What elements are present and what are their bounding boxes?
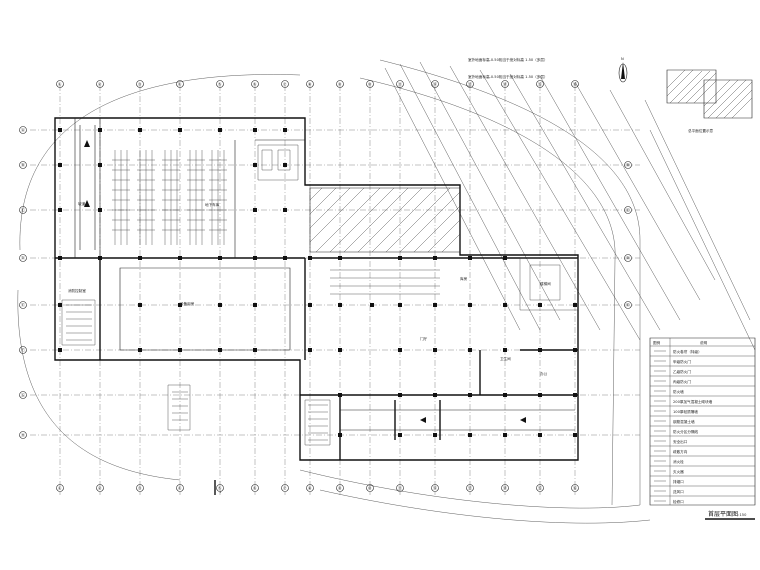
svg-text:⑤: ⑤ — [218, 82, 222, 87]
svg-text:⑬: ⑬ — [468, 81, 472, 87]
svg-text:Ⓐ: Ⓐ — [21, 127, 25, 133]
svg-text:Ⓓ: Ⓓ — [21, 255, 25, 261]
room-label: 楼梯间 — [540, 281, 551, 286]
svg-text:Ⓓ: Ⓓ — [626, 255, 630, 261]
key-plan: 总平面位置示意 — [666, 69, 753, 133]
key-plan-caption: 总平面位置示意 — [688, 128, 714, 133]
svg-text:⑭: ⑭ — [503, 81, 507, 87]
svg-text:Ⓔ: Ⓔ — [626, 302, 630, 308]
legend-item: 防火墙 — [673, 389, 684, 394]
stair-cores — [61, 144, 579, 446]
room-label: 办公 — [540, 371, 548, 376]
room-label: 卫生间 — [500, 356, 511, 361]
room-label: 库房 — [460, 276, 468, 281]
svg-text:⑪: ⑪ — [398, 485, 402, 491]
svg-text:④: ④ — [178, 82, 182, 87]
legend-item: 送风口 — [673, 489, 684, 494]
room-labels: 地下车库 坡道 设备用房 消防控制室 库房 办公 卫生间 门厅 楼梯间 — [68, 201, 551, 376]
legend-header-desc: 说明 — [700, 340, 708, 345]
structural-columns — [58, 128, 577, 437]
legend-item: 消火栓 — [673, 459, 684, 464]
svg-text:⑮: ⑮ — [538, 485, 542, 491]
svg-text:Ⓒ: Ⓒ — [626, 207, 630, 213]
svg-text:Ⓕ: Ⓕ — [21, 347, 25, 353]
svg-text:①: ① — [58, 82, 62, 87]
svg-text:⑥: ⑥ — [253, 486, 257, 491]
room-label: 地下车库 — [205, 202, 220, 207]
north-label: N — [621, 57, 624, 61]
legend-item: 排烟口 — [673, 479, 684, 484]
elevation-note-2: 室外地面标高-0.50相当于绝对标高 1.50（多层） — [468, 74, 548, 79]
ramp-lane — [79, 125, 575, 431]
svg-text:⑫: ⑫ — [433, 81, 437, 87]
svg-text:⑫: ⑫ — [433, 485, 437, 491]
legend-item: 检修口 — [673, 499, 684, 504]
room-label: 坡道 — [78, 201, 86, 206]
svg-text:⑪: ⑪ — [398, 81, 402, 87]
svg-text:⑦: ⑦ — [283, 82, 287, 87]
site-curve — [19, 74, 301, 251]
ramp-hatch — [309, 187, 461, 253]
svg-text:⑦: ⑦ — [283, 486, 287, 491]
room-label: 设备用房 — [180, 301, 195, 306]
legend-item: 丙级防火门 — [673, 379, 691, 384]
svg-text:⑯: ⑯ — [573, 81, 577, 87]
svg-text:⑨: ⑨ — [338, 486, 342, 491]
svg-text:①: ① — [58, 486, 62, 491]
svg-text:Ⓔ: Ⓔ — [21, 302, 25, 308]
legend-item: 疏散方向 — [673, 449, 688, 454]
svg-text:②: ② — [98, 486, 102, 491]
svg-text:③: ③ — [138, 82, 142, 87]
svg-text:⑧: ⑧ — [308, 82, 312, 87]
north-arrow-icon: N — [618, 57, 628, 83]
svg-text:⑮: ⑮ — [538, 81, 542, 87]
svg-text:⑨: ⑨ — [338, 82, 342, 87]
legend-item: 安全出口 — [673, 439, 688, 444]
title-block: 首层平面图 1:150 — [705, 510, 755, 520]
svg-text:Ⓗ: Ⓗ — [21, 432, 25, 438]
legend-item: 甲级防火门 — [673, 359, 691, 364]
legend-item: 钢筋混凝土墙 — [673, 419, 695, 424]
grid-bubbles: ① ② ③ ④ ⑤ ⑥ ⑦ ⑧ ⑨ ⑩ ⑪ ⑫ ⑬ ⑭ ⑮ ⑯ ① ② ③ ④ … — [19, 80, 632, 492]
legend-item: 200厚加气混凝土砌块墙 — [673, 399, 713, 404]
svg-text:⑤: ⑤ — [218, 486, 222, 491]
svg-text:④: ④ — [178, 486, 182, 491]
drawing-scale: 1:150 — [736, 513, 747, 517]
svg-text:②: ② — [98, 82, 102, 87]
svg-text:⑧: ⑧ — [308, 486, 312, 491]
building-walls — [54, 117, 579, 461]
drawing-title: 首层平面图 — [708, 510, 738, 518]
room-label: 门厅 — [420, 336, 428, 341]
svg-text:⑬: ⑬ — [468, 485, 472, 491]
svg-text:⑩: ⑩ — [368, 486, 372, 491]
svg-text:⑩: ⑩ — [368, 82, 372, 87]
svg-text:Ⓒ: Ⓒ — [21, 207, 25, 213]
legend-table: 图例 说明 防火卷帘（特级） 甲级防火门 乙级防火门 丙级防火门 防火墙 200… — [649, 337, 756, 506]
svg-text:⑭: ⑭ — [503, 485, 507, 491]
grid-lines — [30, 85, 640, 495]
svg-text:1: 1 — [219, 490, 221, 494]
elevation-note-1: 室外地面标高-0.50相当于绝对标高 1.50（多层） — [468, 57, 548, 62]
legend-item: 乙级防火门 — [673, 369, 691, 374]
legend-header-symbol: 图例 — [653, 340, 661, 345]
legend-item: 防火分区分隔线 — [673, 429, 699, 434]
room-label: 消防控制室 — [68, 288, 86, 293]
legend-item: 灭火器 — [673, 469, 684, 474]
svg-text:Ⓑ: Ⓑ — [21, 162, 25, 168]
svg-text:Ⓑ: Ⓑ — [626, 162, 630, 168]
svg-text:Ⓖ: Ⓖ — [21, 392, 25, 398]
legend-item: 防火卷帘（特级） — [673, 349, 702, 354]
section-mark: 1 — [214, 480, 221, 495]
svg-text:③: ③ — [138, 486, 142, 491]
legend-item: 100厚轻质隔墙 — [673, 409, 698, 414]
svg-text:⑥: ⑥ — [253, 82, 257, 87]
parking-stalls — [112, 150, 440, 295]
svg-text:⑯: ⑯ — [573, 485, 577, 491]
